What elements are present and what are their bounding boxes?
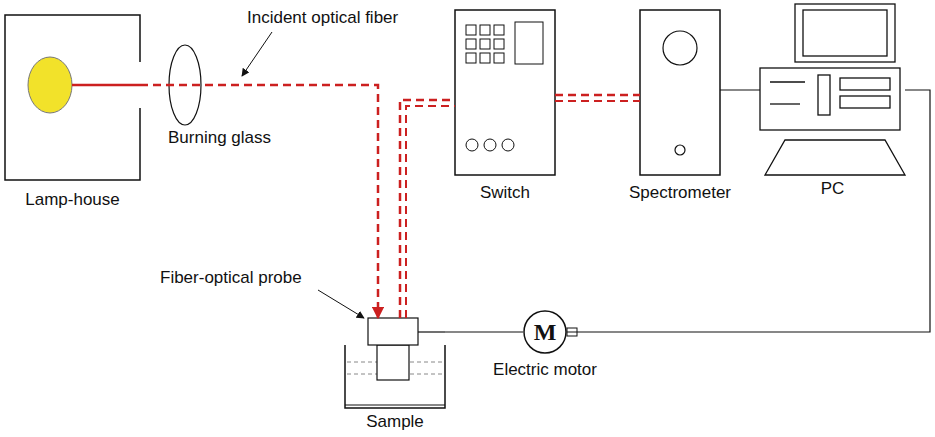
signal-wire	[720, 89, 760, 90]
device-label: Switch	[480, 183, 530, 203]
beaker	[345, 345, 445, 408]
lens-label: Burning glass	[168, 128, 271, 148]
spectrometer-knob	[675, 145, 685, 155]
motor-wire	[418, 331, 445, 332]
switch: Switch	[455, 10, 555, 175]
lamp-house: Lamp-house	[5, 15, 140, 180]
device-label: Sample	[366, 412, 424, 432]
switch-box	[455, 10, 555, 175]
signal-wire	[445, 331, 523, 332]
lamp-bulb	[28, 57, 72, 113]
leader-line	[318, 290, 364, 318]
probe-tip	[377, 345, 409, 380]
beaker	[345, 405, 445, 406]
device-label: Electric motor	[493, 360, 597, 380]
motor-circle	[524, 311, 566, 353]
optical-fiber	[140, 85, 378, 318]
fiber-strand	[406, 106, 455, 318]
leader-line	[242, 32, 272, 76]
spectrometer-port	[663, 31, 697, 65]
computer: PC	[760, 4, 905, 175]
probe-label: Fiber-optical probe	[160, 268, 302, 288]
switch-buttons	[466, 22, 543, 151]
optical-fiber	[400, 100, 455, 318]
fiber-label: Incident optical fiber	[247, 8, 398, 28]
device-label: Spectrometer	[629, 183, 731, 203]
light-beam	[72, 84, 140, 87]
signal-wire	[567, 90, 930, 332]
optical-fiber	[555, 94, 640, 97]
spectrometer: Spectrometer	[640, 10, 720, 175]
electric-motor: MElectric motor	[523, 310, 567, 354]
fiber-strand	[555, 100, 640, 102]
device-label: PC	[821, 179, 845, 199]
sample: Sample	[345, 318, 445, 410]
probe-head	[368, 318, 418, 345]
symbol-letter: M	[523, 310, 567, 354]
device-label: Lamp-house	[25, 190, 120, 210]
spectrometer-box	[640, 10, 720, 175]
lamp-housing	[5, 15, 140, 180]
computer	[760, 4, 905, 175]
